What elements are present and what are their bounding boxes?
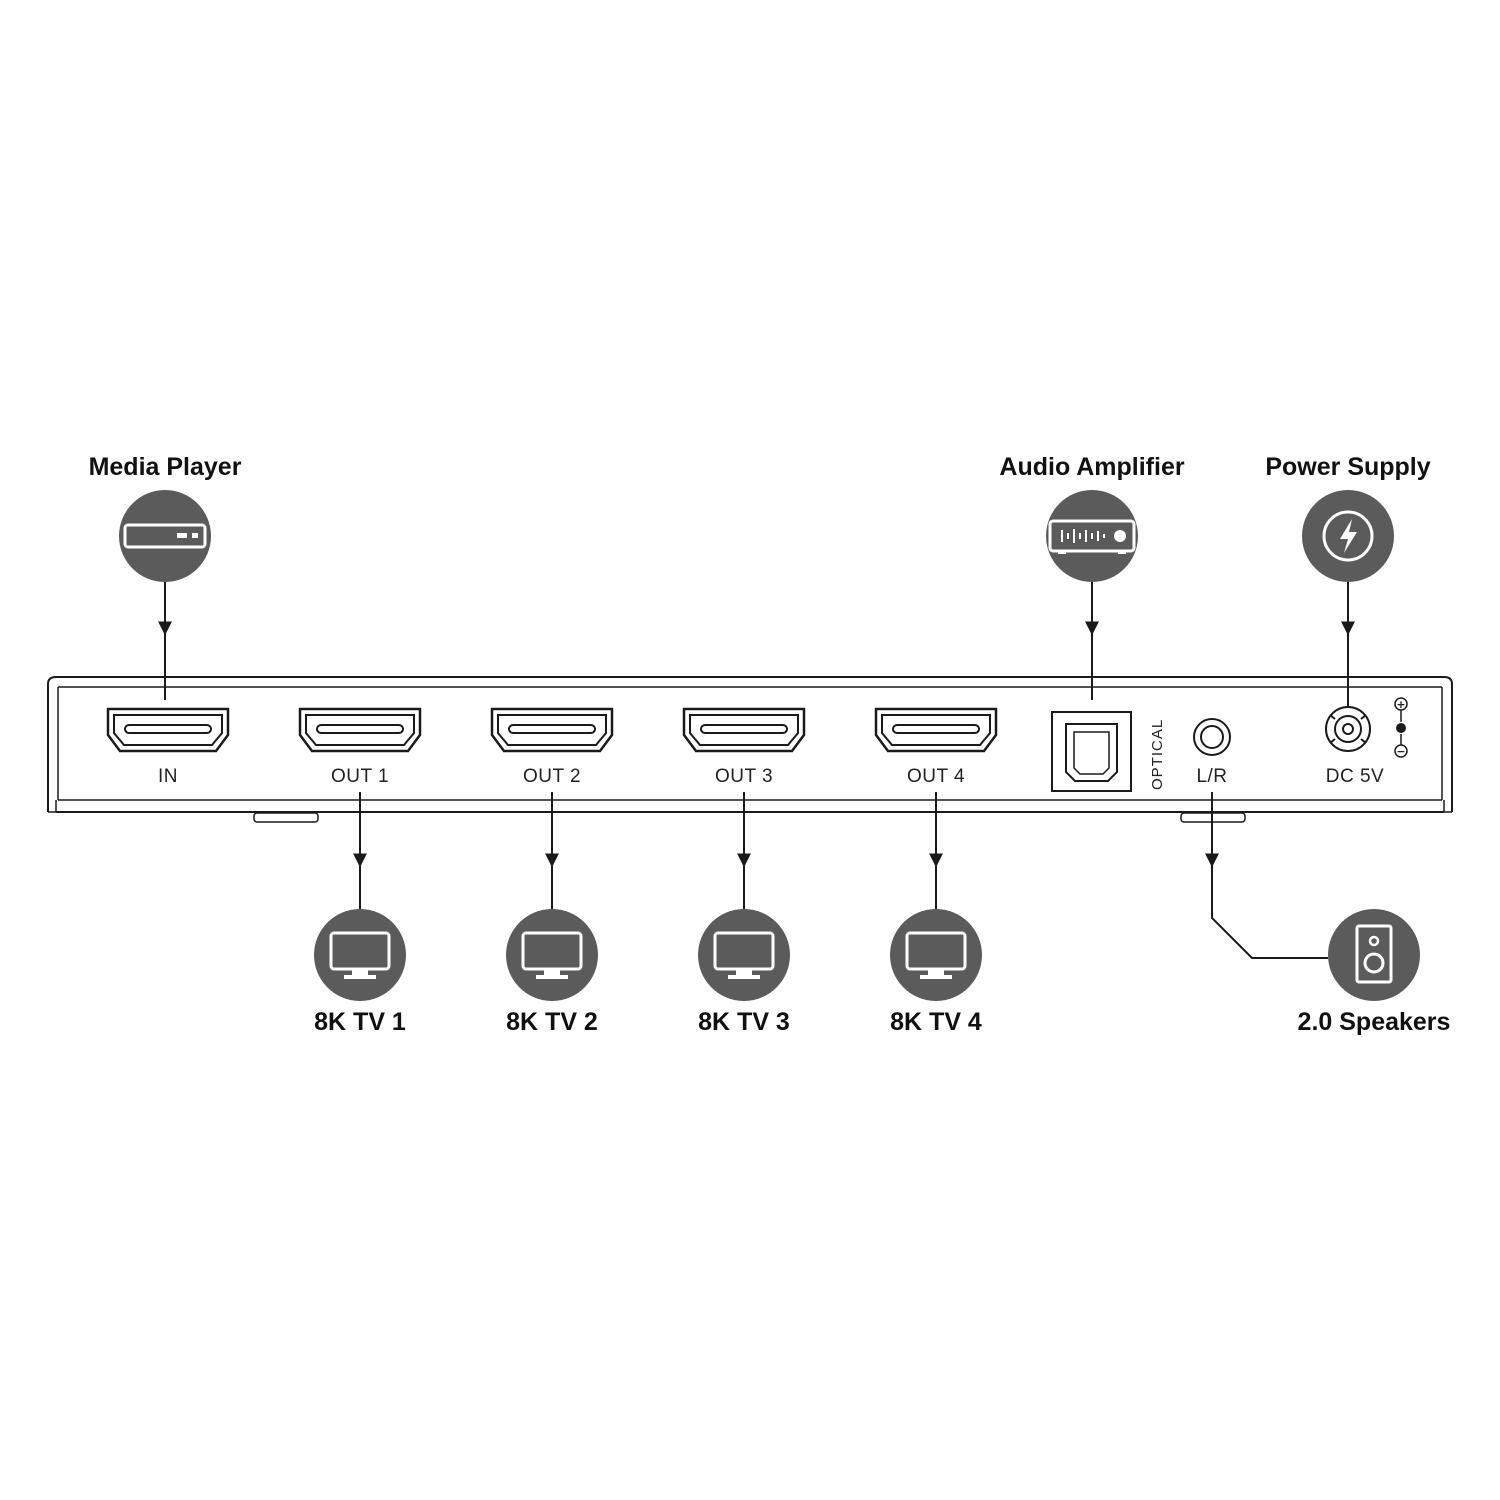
lightning-icon bbox=[1302, 490, 1394, 582]
tv1-label: 8K TV 1 bbox=[314, 1008, 406, 1036]
polarity-symbol: + − bbox=[1394, 697, 1408, 758]
audio-amplifier-label: Audio Amplifier bbox=[999, 453, 1184, 481]
port-label-dc: DC 5V bbox=[1326, 766, 1384, 787]
power-supply-label: Power Supply bbox=[1265, 453, 1430, 481]
port-label-lr: L/R bbox=[1196, 766, 1227, 787]
hdmi-out3-port[interactable] bbox=[682, 707, 806, 753]
tv2-label: 8K TV 2 bbox=[506, 1008, 598, 1036]
port-label-out2: OUT 2 bbox=[523, 766, 581, 787]
speaker-icon bbox=[1328, 909, 1420, 1001]
media-player-icon bbox=[119, 490, 211, 582]
line-speakers bbox=[1211, 866, 1328, 959]
tv4-label: 8K TV 4 bbox=[890, 1008, 982, 1036]
optical-port[interactable] bbox=[1051, 711, 1132, 792]
port-label-out4: OUT 4 bbox=[907, 766, 965, 787]
port-label-in: IN bbox=[158, 766, 178, 787]
hdmi-out1-port[interactable] bbox=[298, 707, 422, 753]
tv-icon bbox=[888, 907, 984, 1003]
hdmi-in-port[interactable] bbox=[106, 707, 230, 753]
hdmi-out2-port[interactable] bbox=[490, 707, 614, 753]
polarity-plus: + bbox=[1396, 698, 1405, 711]
port-label-optical: OPTICAL bbox=[1149, 719, 1166, 790]
hdmi-out4-port[interactable] bbox=[874, 707, 998, 753]
tv3-label: 8K TV 3 bbox=[698, 1008, 790, 1036]
tv-icon bbox=[696, 907, 792, 1003]
port-label-out1: OUT 1 bbox=[331, 766, 389, 787]
media-player-label: Media Player bbox=[89, 453, 242, 481]
device-foot-left bbox=[253, 812, 319, 823]
tv-icon bbox=[504, 907, 600, 1003]
dc-power-jack[interactable] bbox=[1325, 706, 1371, 752]
amplifier-icon bbox=[1046, 490, 1138, 582]
tv-icon bbox=[312, 907, 408, 1003]
lr-audio-jack[interactable] bbox=[1193, 718, 1231, 756]
speakers-label: 2.0 Speakers bbox=[1298, 1008, 1451, 1036]
port-label-out3: OUT 3 bbox=[715, 766, 773, 787]
polarity-minus: − bbox=[1396, 745, 1405, 758]
